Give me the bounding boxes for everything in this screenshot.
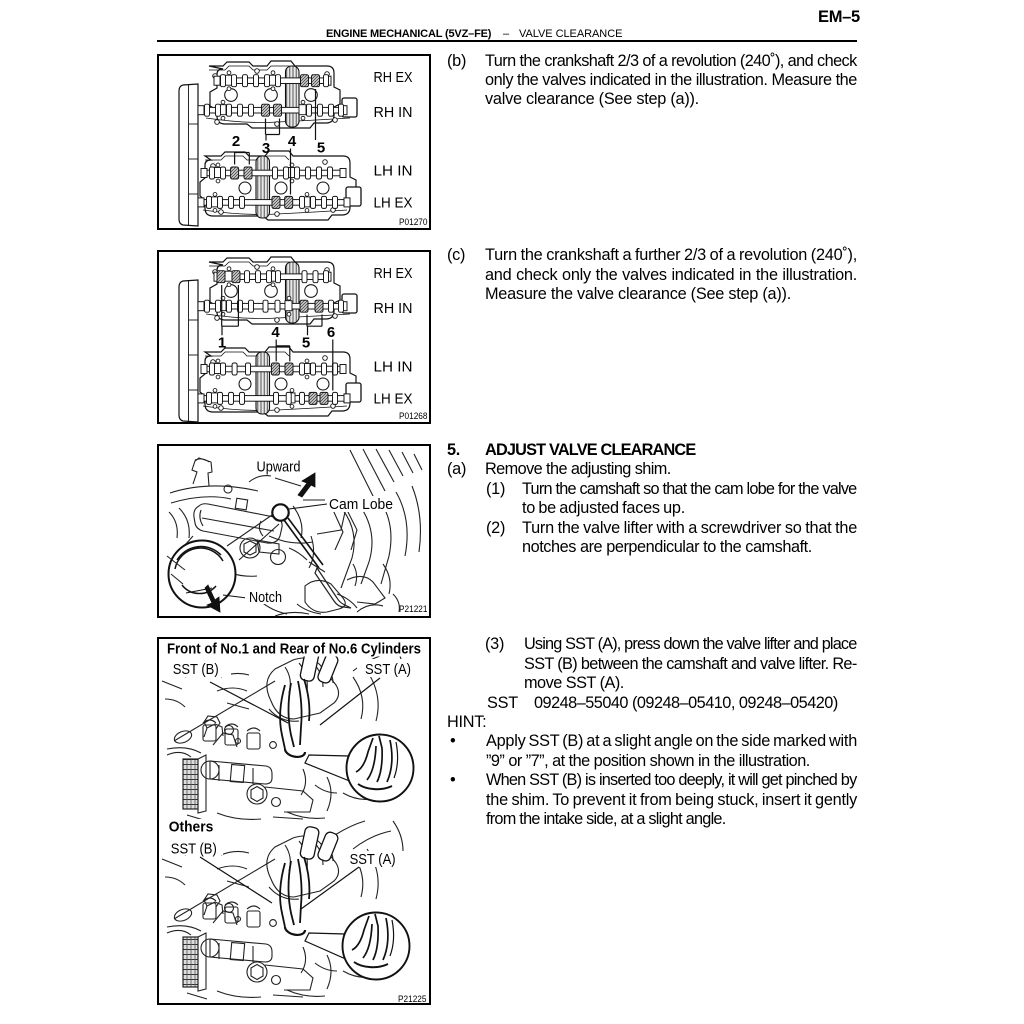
svg-text:4: 4	[288, 133, 297, 150]
svg-text:2: 2	[232, 133, 240, 150]
svg-text:RH IN: RH IN	[374, 300, 413, 317]
svg-text:RH EX: RH EX	[374, 69, 413, 86]
svg-text:P21225: P21225	[398, 994, 427, 1005]
svg-text:P21221: P21221	[399, 604, 428, 615]
svg-text:LH EX: LH EX	[374, 390, 413, 407]
svg-text:Upward: Upward	[257, 458, 301, 475]
svg-text:Cam Lobe: Cam Lobe	[329, 496, 393, 513]
svg-text:SST (B): SST (B)	[173, 661, 219, 678]
svg-text:LH EX: LH EX	[374, 194, 413, 211]
svg-text:5: 5	[302, 334, 310, 351]
svg-text:P01270: P01270	[399, 217, 428, 228]
svg-text:4: 4	[271, 324, 280, 341]
svg-text:SST (B): SST (B)	[171, 840, 217, 857]
svg-text:LH IN: LH IN	[374, 162, 413, 179]
svg-text:3: 3	[262, 140, 270, 157]
svg-text:SST (A): SST (A)	[365, 661, 411, 678]
svg-text:Notch: Notch	[249, 589, 282, 606]
svg-text:LH IN: LH IN	[374, 358, 413, 375]
svg-text:RH IN: RH IN	[374, 103, 413, 120]
svg-text:SST (A): SST (A)	[350, 851, 396, 868]
svg-text:P01268: P01268	[399, 411, 428, 422]
svg-text:Front of No.1 and Rear of No.6: Front of No.1 and Rear of No.6 Cylinders	[167, 641, 421, 657]
svg-text:RH EX: RH EX	[374, 265, 413, 282]
svg-text:5: 5	[317, 139, 325, 156]
svg-text:1: 1	[218, 334, 226, 351]
svg-text:6: 6	[327, 324, 335, 341]
svg-text:Others: Others	[169, 818, 214, 835]
